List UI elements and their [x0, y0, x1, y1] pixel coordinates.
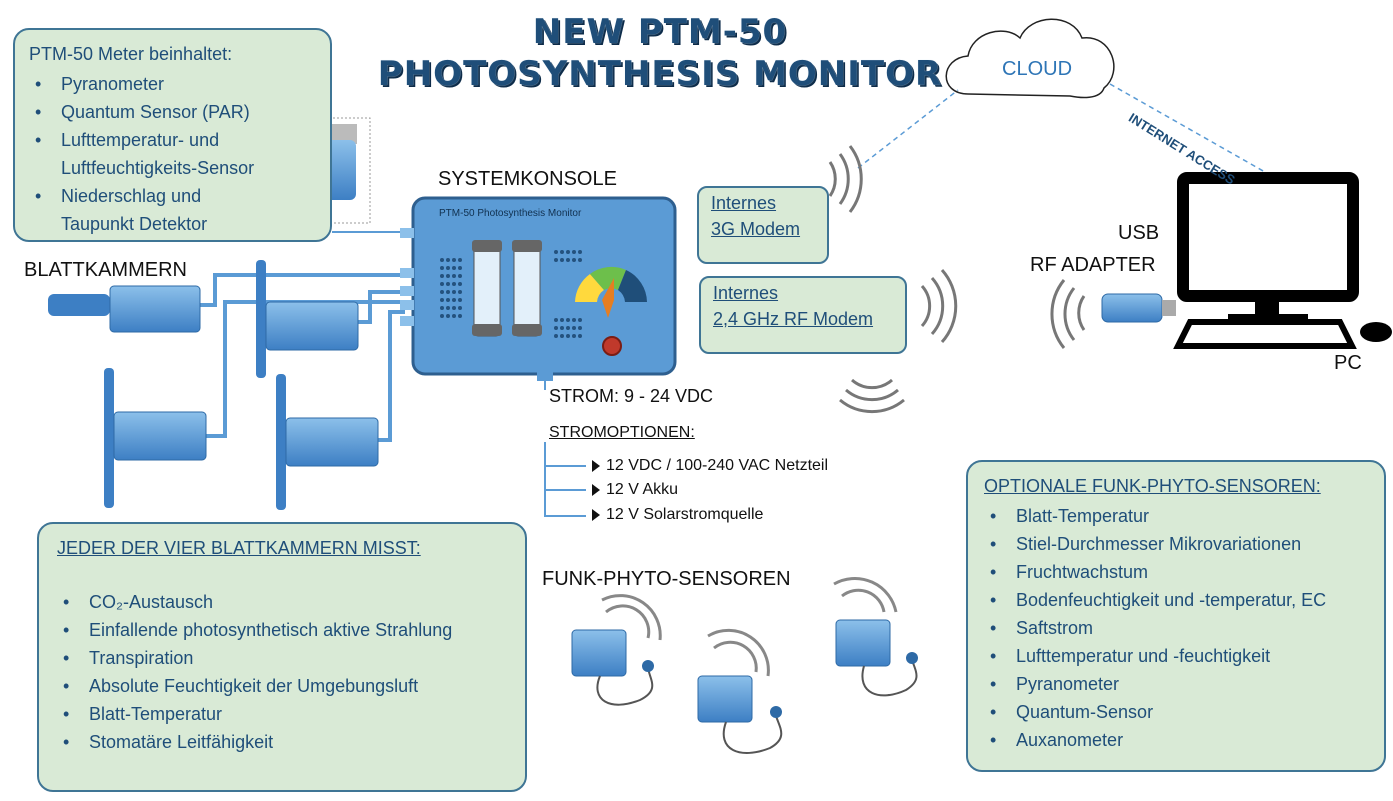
funk-phyto-label: FUNK-PHYTO-SENSOREN: [542, 568, 791, 590]
phyto-sensor-1: [571, 594, 662, 706]
optional-panel-title: OPTIONALE FUNK-PHYTO-SENSOREN:: [984, 476, 1321, 496]
strom-label: STROM: 9 - 24 VDC: [549, 386, 714, 406]
meter-item-continued: Luftfeuchtigkeits-Sensor: [61, 158, 255, 178]
modem-3g-line1: Internes: [711, 193, 777, 213]
wireless-waves: [828, 145, 1086, 414]
leaf-chamber-1: [48, 285, 201, 333]
optional-sensor-item: Stiel-Durchmesser Mikrovariationen: [984, 530, 1368, 558]
optional-sensor-item: Fruchtwachstum: [984, 558, 1368, 586]
chamber-measure-item: Stomatäre Leitfähigkeit: [57, 728, 507, 756]
rf-adapter-label: RF ADAPTER: [1030, 254, 1156, 276]
optional-sensor-item: Pyranometer: [984, 670, 1368, 698]
chamber-measurements-panel: JEDER DER VIER BLATTKAMMERN MISST: CO₂-A…: [37, 522, 527, 792]
pc: [1173, 172, 1392, 349]
blattkammern-label: BLATTKAMMERN: [24, 259, 187, 281]
gauge: [575, 266, 647, 356]
optional-sensor-item: Bodenfeuchtigkeit und -temperatur, EC: [984, 586, 1368, 614]
power-option-2: 12 V Akku: [606, 481, 679, 498]
leaf-chamber-4: [276, 374, 379, 510]
meter-item: Lufttemperatur- und: [29, 126, 316, 154]
option-arrows: [592, 460, 600, 521]
power-cable: [537, 371, 586, 517]
modem-rf-line2: 2,4 GHz RF Modem: [713, 309, 874, 329]
title-line2: PHOTOSYNTHESIS MONITOR: [377, 54, 943, 94]
power-option-3: 12 V Solarstromquelle: [606, 506, 764, 523]
modem-rf-callout: Internes 2,4 GHz RF Modem: [699, 276, 907, 354]
chamber-measure-item: CO₂-Austausch: [57, 588, 507, 616]
meter-item: Pyranometer: [29, 70, 316, 98]
optional-sensor-item: Blatt-Temperatur: [984, 502, 1368, 530]
console-text: PTM-50 Photosynthesis Monitor: [439, 208, 582, 219]
optional-sensor-item: Saftstrom: [984, 614, 1368, 642]
leaf-chamber-3: [104, 368, 207, 508]
chamber-measure-item: Blatt-Temperatur: [57, 700, 507, 728]
usb-label: USB: [1118, 222, 1160, 244]
meter-item-continued: Taupunkt Detektor: [61, 214, 208, 234]
optional-sensor-item: Auxanometer: [984, 726, 1368, 754]
phyto-sensor-3: [833, 576, 918, 697]
chamber-measure-item: Transpiration: [57, 644, 507, 672]
pc-label: PC: [1334, 352, 1362, 374]
cloud: [945, 18, 1115, 99]
optional-sensor-item: Lufttemperatur und -feuchtigkeit: [984, 642, 1368, 670]
usb-rf-adapter: [1101, 293, 1176, 323]
power-option-1: 12 VDC / 100-240 VAC Netzteil: [606, 457, 829, 474]
leaf-chamber-2: [256, 260, 359, 378]
systemkonsole-label: SYSTEMKONSOLE: [438, 168, 617, 190]
meter-item: Niederschlag und: [29, 182, 316, 210]
title-line1: NEW PTM-50: [532, 12, 788, 52]
phyto-sensor-2: [697, 628, 783, 754]
cloud-label: CLOUD: [1002, 58, 1073, 80]
modem-3g-line2: 3G Modem: [711, 219, 801, 239]
meter-contents-panel: PTM-50 Meter beinhaltet: Pyranometer Qua…: [13, 28, 332, 242]
chamber-measure-item: Einfallende photosynthetisch aktive Stra…: [57, 616, 507, 644]
vent-dots: [440, 250, 582, 338]
modem-rf-line1: Internes: [713, 283, 779, 303]
chamber-measure-item: Absolute Feuchtigkeit der Umgebungsluft: [57, 672, 507, 700]
chamber-cables: [200, 273, 405, 442]
optional-sensor-item: Quantum-Sensor: [984, 698, 1368, 726]
meter-panel-title: PTM-50 Meter beinhaltet:: [29, 44, 233, 64]
meter-item: Quantum Sensor (PAR): [29, 98, 316, 126]
modem-3g-callout: Internes 3G Modem: [697, 186, 829, 264]
system-console: [400, 196, 677, 376]
chamber-panel-title: JEDER DER VIER BLATTKAMMERN MISST:: [57, 538, 421, 558]
cloud-links: [857, 83, 1273, 177]
stromoptionen-label: STROMOPTIONEN:: [549, 424, 695, 441]
optional-sensors-panel: OPTIONALE FUNK-PHYTO-SENSOREN: Blatt-Tem…: [966, 460, 1386, 772]
